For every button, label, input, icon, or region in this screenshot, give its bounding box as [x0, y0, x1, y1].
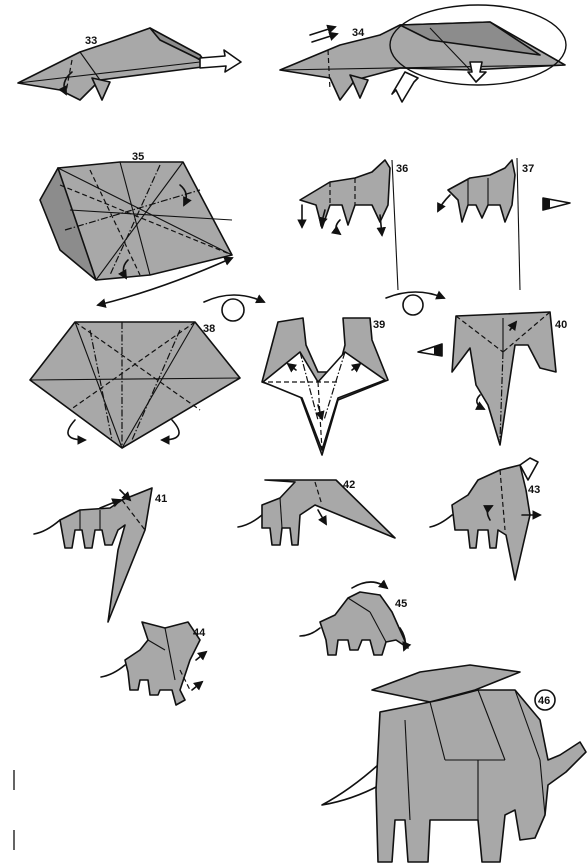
step-number: 33: [85, 35, 97, 47]
step-45: 45: [300, 582, 408, 655]
step-number: 43: [528, 484, 540, 496]
step-number: 40: [555, 319, 567, 331]
step-number: 39: [373, 319, 385, 331]
step-number: 42: [343, 479, 355, 491]
view-from-side-icon: [418, 344, 442, 356]
push-arrow-icon: [392, 72, 418, 102]
step-38: 38: [30, 322, 240, 448]
step-46-finished-elephant: 46: [322, 665, 586, 862]
step-number: 41: [155, 493, 167, 505]
step-number: 34: [352, 27, 365, 39]
step-40: 40: [452, 312, 567, 445]
step-37: 37: [438, 158, 570, 290]
step-36: 36: [300, 160, 408, 290]
step-44: 44: [101, 622, 206, 705]
step-41: 41: [34, 488, 167, 622]
step-34: 34: [280, 5, 566, 102]
step-number: 45: [395, 598, 407, 610]
step-number: 37: [522, 163, 534, 175]
step-35: 35: [40, 151, 232, 305]
step-39: 39: [262, 318, 388, 455]
step-number: 36: [396, 163, 408, 175]
push-arrow-icon: [200, 50, 241, 72]
step-number: 35: [132, 151, 144, 163]
step-42: 42: [238, 479, 395, 545]
turn-over-icon: [204, 295, 264, 321]
step-number: 46: [538, 695, 550, 707]
step-number: 38: [203, 323, 215, 335]
step-43: 43: [430, 458, 540, 580]
step-number: 44: [193, 627, 206, 639]
turn-over-icon: [386, 292, 444, 315]
step-33: 33: [18, 28, 241, 100]
